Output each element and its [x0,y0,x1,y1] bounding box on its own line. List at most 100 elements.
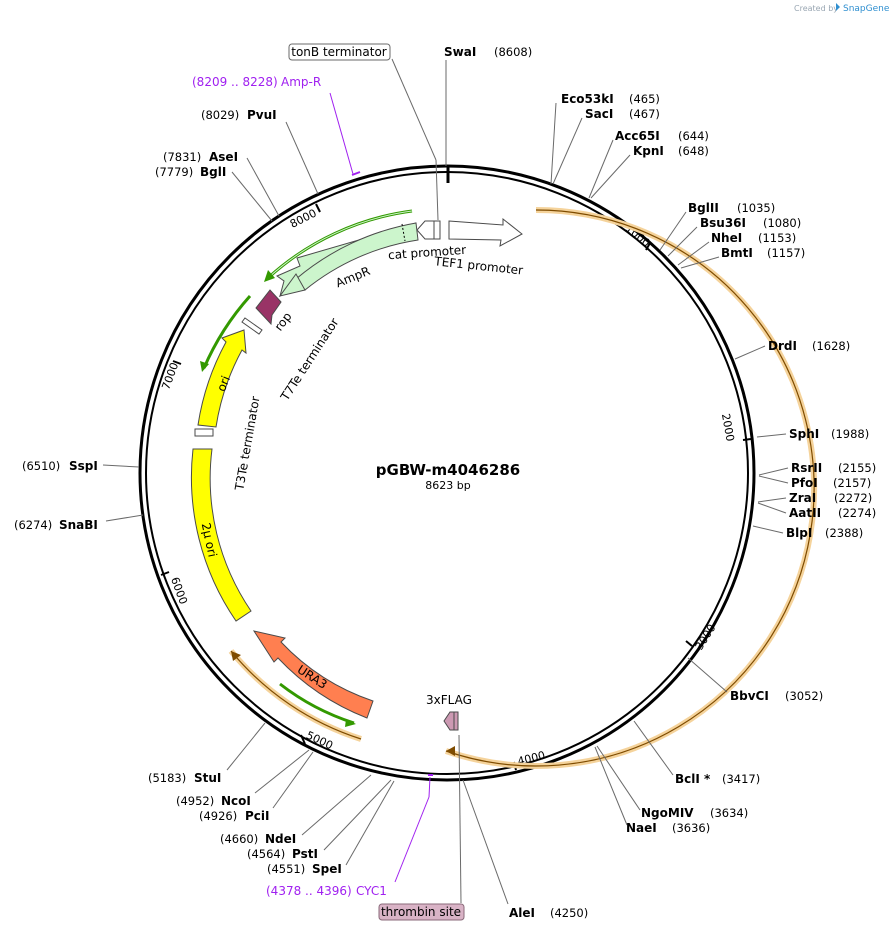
site-sspi-pos: (6510) [22,459,60,473]
site-aatii-name: AatII [789,506,821,520]
orf-arc-ura3 [228,649,362,742]
site-sspi-name: SspI [69,459,98,473]
site-bgli-pos: (7779) [155,165,193,179]
site-swai-name: SwaI [444,45,476,59]
site-alei-name: AleI [509,906,535,920]
site-eco53ki-saci: Eco53kI (465) SacI (467) [550,92,660,185]
site-asei-name: AseI [209,150,238,164]
credit-brand: SnapGene [843,4,890,14]
tick-label-8000: 8000 [288,207,319,231]
plasmid-size: 8623 bp [425,479,470,492]
site-spei-pos: (4551) [267,862,305,876]
site-swai-pos: (8608) [494,45,532,59]
site-stui-pos: (5183) [148,771,186,785]
feature-cat-promoter: cat promoter [388,220,467,262]
site-drdi-pos: (1628) [812,339,850,353]
site-ndei-pos: (4660) [220,832,258,846]
credit-prefix: Created by [794,4,838,13]
site-rsrii-name: RsrII [791,461,822,475]
site-acc65i-pos: (644) [678,129,709,143]
primer-amp-r: (8209 .. 8228) Amp-R [192,75,361,176]
site-swai: SwaI (8608) [444,45,532,166]
site-bcli-name: BclI * [675,772,711,786]
tick-7000: 7000 [159,360,182,392]
label-tef1-promoter: TEF1 promoter [433,254,524,277]
tick-label-6000: 6000 [168,575,190,606]
site-kpni-pos: (648) [678,144,709,158]
site-ngomiv-pos: (3634) [710,806,748,820]
site-nhei-name: NheI [711,231,742,245]
site-pcii-pos: (4926) [199,809,237,823]
site-drdi-name: DrdI [768,339,797,353]
site-ncoi-pos: (4952) [176,794,214,808]
site-zrai-name: ZraI [789,491,816,505]
site-blpi-pos: (2388) [825,526,863,540]
site-sspi: SspI (6510) [22,459,140,473]
restriction-sites: SwaI (8608) Eco53kI (465) SacI (467) Acc… [14,45,876,920]
site-bbvci: BbvCI (3052) [687,657,823,703]
site-sphi: SphI (1988) [756,427,869,441]
site-bsu36i-name: Bsu36I [700,216,746,230]
site-blpi-name: BlpI [786,526,812,540]
site-asei-pos: (7831) [163,150,201,164]
site-ncoi-name: NcoI [221,794,251,808]
primer-cyc1-range: (4378 .. 4396) [266,884,352,898]
site-bcli: BclI * (3417) [633,720,760,786]
site-alei: AleI (4250) [462,779,588,920]
site-sphi-pos: (1988) [831,427,869,441]
thrombin-site-label: thrombin site [378,734,465,921]
site-nhei-pos: (1153) [758,231,796,245]
site-stui: StuI (5183) [148,722,266,785]
tick-label-7000: 7000 [159,361,181,392]
tick-label-2000: 2000 [719,413,737,443]
orf-arrow-rop [200,294,252,372]
site-pvui: PvuI (8029) [201,108,319,195]
site-rsrii-pfoi: RsrII (2155) PfoI (2157) [758,461,876,490]
site-bmti-pos: (1157) [767,246,805,260]
tonb-terminator-label: tonB terminator [288,43,439,221]
label-cat-promoter: cat promoter [388,243,467,262]
site-psti-pos: (4564) [247,847,285,861]
site-bbvci-pos: (3052) [785,689,823,703]
site-bsu36i-pos: (1080) [763,216,801,230]
site-acc65i-kpni: Acc65I (644) KpnI (648) [588,129,709,199]
feature-ampr: AmpR [275,222,419,297]
plasmid-name: pGBW-m4046286 [376,461,520,479]
site-pvui-pos: (8029) [201,108,239,122]
snapgene-logo-icon [836,3,840,11]
site-bbvci-name: BbvCI [730,689,769,703]
site-spei-name: SpeI [312,862,342,876]
site-ndei-name: NdeI [265,832,296,846]
site-ngomiv-name: NgoMIV [641,806,694,820]
site-pfoi-name: PfoI [791,476,818,490]
site-bgli-name: BglI [200,165,226,179]
label-3xflag: 3xFLAG [426,693,472,707]
site-spei-psti-ndei: SpeI (4551) PstI (4564) NdeI (4660) [220,774,395,876]
orf-arrow-ampr [264,209,413,282]
label-rop: rop [272,309,295,333]
site-pfoi-pos: (2157) [833,476,871,490]
site-bgli-asei: BglI (7779) AseI (7831) [155,150,280,222]
tick-label-3000: 3000 [693,622,719,653]
site-snabi-pos: (6274) [14,518,52,532]
site-bcli-pos: (3417) [722,772,760,786]
site-stui-name: StuI [194,771,221,785]
label-t7te: T7Te terminator [277,316,341,404]
thrombin-site-text: thrombin site [381,905,461,919]
site-acc65i-name: Acc65I [615,129,660,143]
site-bglii-pos: (1035) [737,201,775,215]
feature-ori: ori [197,329,247,428]
site-saci-pos: (467) [629,107,660,121]
tick-5000: 5000 [300,729,335,752]
site-pcii-ncoi: PciI (4926) NcoI (4952) [176,749,314,823]
orf-arrow-ura3 [279,682,356,727]
site-pcii-name: PciI [245,809,270,823]
site-zrai-aatii: ZraI (2272) AatII (2274) [757,491,876,520]
feature-rop: rop [255,289,295,334]
site-psti-name: PstI [292,847,318,861]
feature-3xflag: 3xFLAG [426,693,472,731]
site-blpi: BlpI (2388) [752,525,863,540]
site-eco53ki-pos: (465) [629,92,660,106]
feature-t7te: T7Te terminator [241,316,342,404]
snapgene-credit: Created by SnapGene [794,3,890,14]
